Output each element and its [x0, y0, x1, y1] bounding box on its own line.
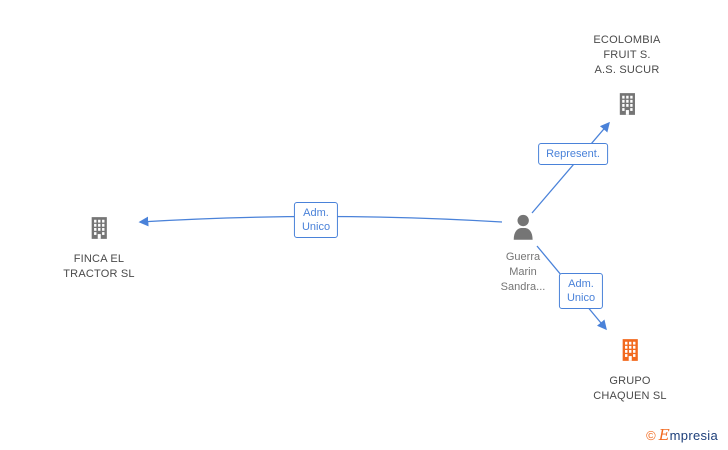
person-icon [507, 212, 538, 243]
node-label: Guerra Marin Sandra... [500, 251, 546, 293]
building-icon [614, 91, 640, 117]
edge-represent-line [531, 121, 610, 214]
edge-label-adm-unico-finca: Adm. Unico [293, 202, 339, 238]
edge-label-represent: Represent. [538, 143, 608, 165]
building-icon [86, 215, 112, 241]
brand-footer[interactable]: © Empresia [646, 426, 718, 444]
node-grupo-chaquen[interactable]: GRUPO CHAQUEN SL [593, 337, 667, 404]
node-label: ECOLOMBIA FRUIT S. A.S. SUCUR [593, 34, 661, 76]
node-ecolombia-fruit[interactable]: ECOLOMBIA FRUIT S. A.S. SUCUR [593, 33, 660, 117]
node-label: GRUPO CHAQUEN SL [593, 375, 667, 402]
node-label: FINCA EL TRACTOR SL [63, 253, 135, 280]
node-guerra-marin-sandra[interactable]: Guerra Marin Sandra... [500, 212, 546, 295]
building-icon [617, 337, 643, 363]
brand-logo: Empresia [658, 426, 718, 444]
copyright-symbol: © [646, 428, 656, 443]
edge-label-adm-unico-grupo: Adm. Unico [558, 273, 604, 309]
node-finca-el-tractor[interactable]: FINCA EL TRACTOR SL [63, 215, 135, 282]
